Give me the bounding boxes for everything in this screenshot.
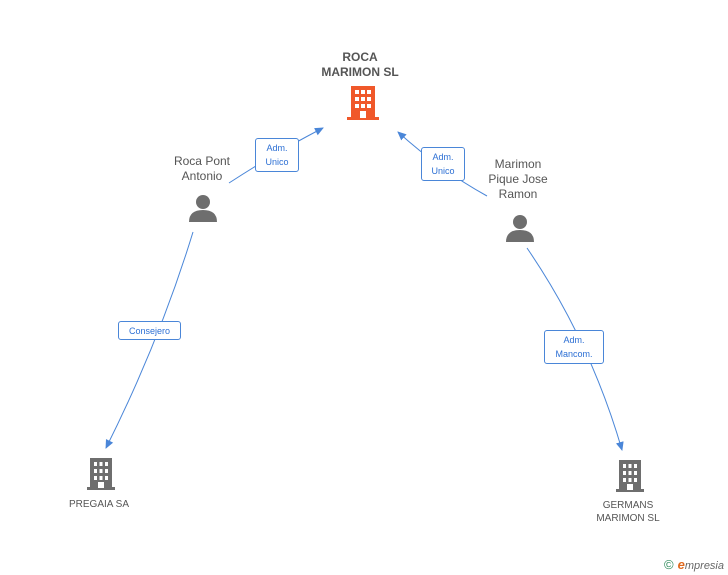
person-right-name[interactable]: Marimon Pique Jose Ramon xyxy=(488,157,548,201)
building-icon[interactable] xyxy=(347,86,379,120)
person-icon[interactable] xyxy=(189,194,217,222)
company-left-name[interactable]: PREGAIA SA xyxy=(68,499,130,510)
edge-label-adm-unico-left[interactable]: Adm. Unico xyxy=(255,138,299,172)
company-right-name[interactable]: GERMANS MARIMON SL xyxy=(596,500,660,524)
edge-label-consejero[interactable]: Consejero xyxy=(118,321,181,340)
building-icon[interactable] xyxy=(87,458,115,490)
main-company-name[interactable]: ROCA MARIMON SL xyxy=(321,50,399,79)
brand-logo[interactable]: empresia xyxy=(677,557,724,572)
edge-label-adm-mancom[interactable]: Adm. Mancom. xyxy=(544,330,604,364)
footer: © empresia xyxy=(664,557,724,572)
building-icon[interactable] xyxy=(616,460,644,492)
copyright-icon: © xyxy=(664,557,674,572)
edge-label-adm-unico-right[interactable]: Adm. Unico xyxy=(421,147,465,181)
edge-left-to-pregaia xyxy=(105,231,194,449)
person-left-name[interactable]: Roca Pont Antonio xyxy=(173,154,231,183)
person-icon[interactable] xyxy=(506,214,534,242)
